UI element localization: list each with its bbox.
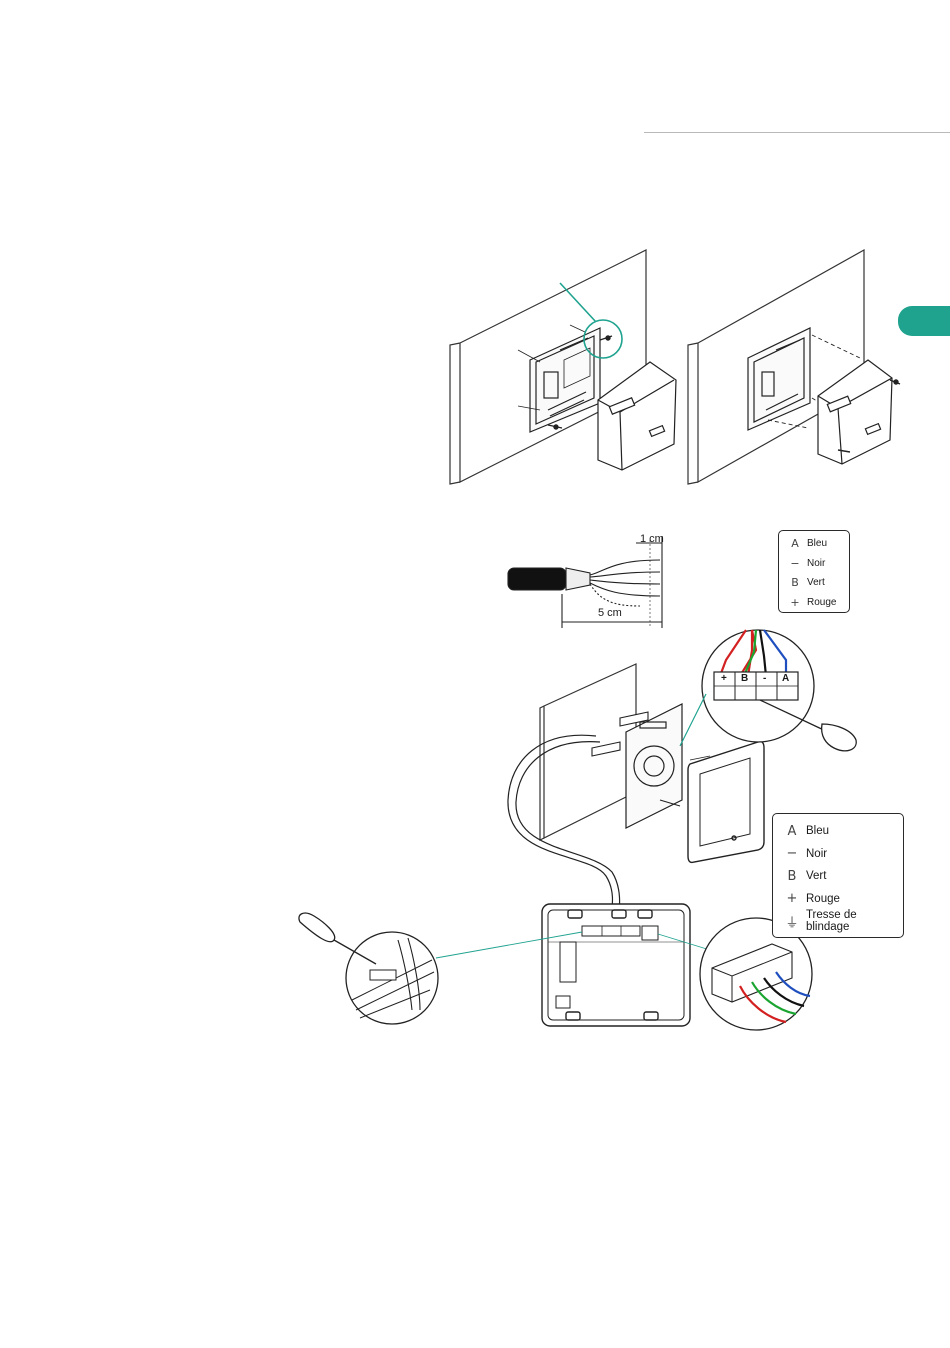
board-detail-circle xyxy=(346,932,438,1024)
legend-label: Noir xyxy=(807,558,825,569)
legend-row: ⏚ Tresse de blindage xyxy=(783,910,903,933)
ground-icon: ⏚ xyxy=(783,912,801,931)
thermostat-wall xyxy=(540,664,636,840)
cable-strip-diagram xyxy=(508,536,662,628)
legend-label: Rouge xyxy=(807,597,836,608)
legend-row: − Noir xyxy=(783,843,903,866)
terminal-label-a: A xyxy=(782,673,789,684)
legend-row: B Vert xyxy=(783,865,903,888)
terminal-label-minus: - xyxy=(763,673,766,684)
legend-symbol: B xyxy=(783,869,801,884)
control-board xyxy=(542,904,690,1026)
legend-row: + Rouge xyxy=(783,888,903,911)
terminal-label-b: B xyxy=(741,673,748,684)
strip-length-label: 1 cm xyxy=(640,533,664,545)
legend-label: Tresse de blindage xyxy=(806,909,903,933)
wire-color-legend-small: A Bleu − Noir B Vert + Rouge xyxy=(778,530,850,613)
terminal-detail-circle xyxy=(680,630,814,746)
legend-symbol: − xyxy=(787,557,803,570)
terminal-label-plus: + xyxy=(721,673,727,684)
wire-color-legend-large: A Bleu − Noir B Vert + Rouge ⏚ Tresse de… xyxy=(772,813,904,938)
legend-row: A Bleu xyxy=(783,820,903,843)
thermostat-front xyxy=(688,742,764,863)
legend-row: B Vert xyxy=(787,573,849,593)
legend-symbol: + xyxy=(783,891,801,906)
legend-label: Vert xyxy=(807,577,825,588)
legend-label: Rouge xyxy=(806,893,840,905)
legend-symbol: B xyxy=(787,576,803,589)
legend-label: Bleu xyxy=(807,538,827,549)
legend-symbol: − xyxy=(783,846,801,861)
legend-symbol: + xyxy=(787,596,803,609)
legend-row: − Noir xyxy=(787,554,849,574)
legend-row: A Bleu xyxy=(787,534,849,554)
sheath-length-label: 5 cm xyxy=(598,607,622,619)
legend-symbol: A xyxy=(783,824,801,839)
legend-label: Vert xyxy=(806,870,826,882)
legend-row: + Rouge xyxy=(787,593,849,613)
legend-symbol: A xyxy=(787,537,803,550)
legend-label: Bleu xyxy=(806,825,829,837)
legend-label: Noir xyxy=(806,848,827,860)
